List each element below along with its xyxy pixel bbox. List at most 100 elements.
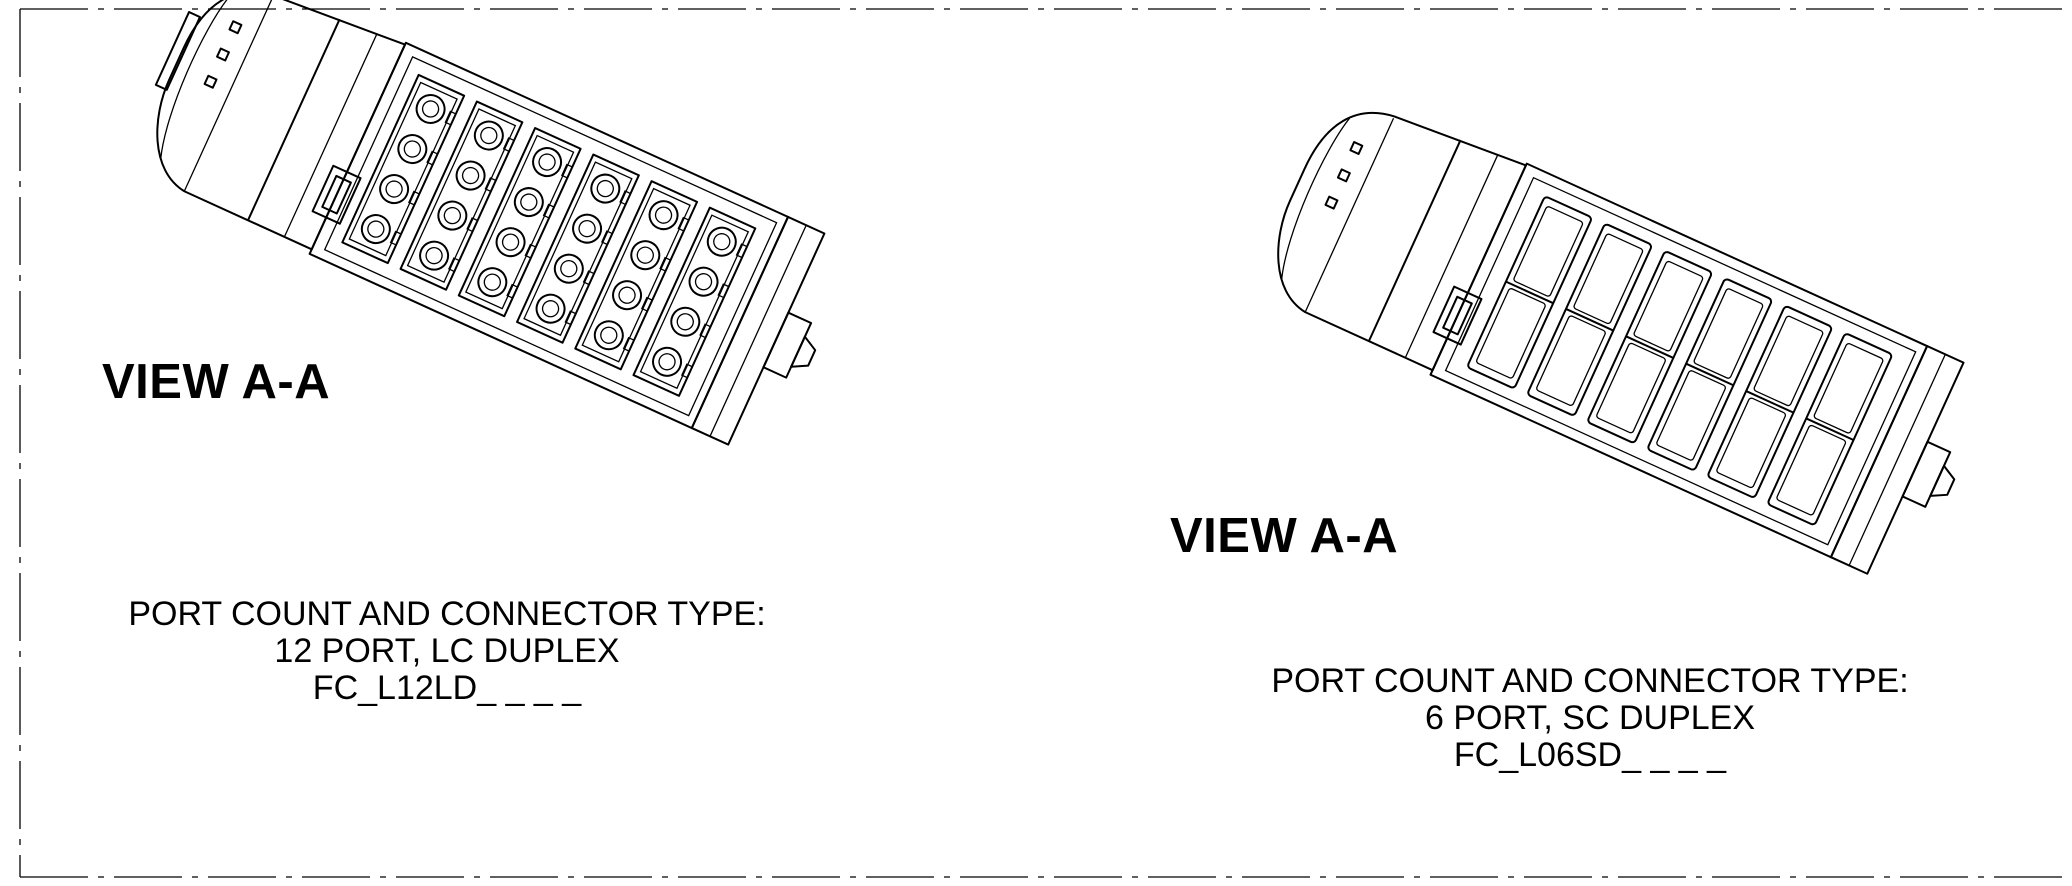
lc-latch-tab bbox=[564, 310, 577, 326]
lc-fiber-ring bbox=[415, 93, 446, 124]
lc-latch-tab bbox=[524, 243, 537, 259]
sc-port-upper bbox=[1573, 233, 1644, 325]
module-housing bbox=[156, 0, 406, 251]
lc-fiber-ring bbox=[532, 147, 563, 178]
lc-latch-tab bbox=[619, 190, 632, 206]
lc-fiber-ring bbox=[535, 293, 566, 324]
rear-latch bbox=[154, 11, 201, 91]
sc-divider bbox=[1565, 308, 1614, 332]
adapter-body bbox=[399, 100, 524, 291]
lc-latch-tab bbox=[622, 336, 635, 352]
lc-latch-tab bbox=[389, 230, 402, 246]
caption-heading: PORT COUNT AND CONNECTOR TYPE: bbox=[1271, 662, 1909, 700]
adapter-body bbox=[457, 127, 582, 318]
lc-latch-tab bbox=[659, 256, 672, 272]
sc-port-lower bbox=[1476, 288, 1546, 379]
indicator-square bbox=[228, 20, 243, 35]
lc-fiber-core bbox=[403, 140, 421, 158]
lc-fiber-core bbox=[694, 273, 713, 291]
sc-duplex-adapter bbox=[1467, 196, 1592, 389]
lc-fiber-core bbox=[596, 179, 614, 198]
adapter-body bbox=[341, 73, 466, 265]
caption-part-number: FC_L12LD_ _ _ _ bbox=[312, 669, 582, 707]
lc-latch-tab bbox=[506, 283, 519, 299]
sc-port-array bbox=[1467, 196, 1893, 526]
side-clip bbox=[1432, 285, 1483, 346]
sc-duplex-adapter bbox=[1587, 251, 1713, 444]
lc-fiber-ring bbox=[495, 227, 526, 258]
sc-divider bbox=[1625, 335, 1674, 359]
lc-fiber-ring bbox=[379, 174, 410, 205]
lc-latch-tab bbox=[426, 150, 439, 166]
lc-fiber-ring bbox=[652, 346, 683, 377]
adapter-body bbox=[632, 206, 757, 397]
lc-latch-tab bbox=[484, 177, 497, 193]
lc-duplex-adapter bbox=[399, 100, 524, 291]
lc-fiber-ring bbox=[455, 160, 486, 191]
lc-fiber-core bbox=[618, 286, 636, 304]
sc-divider bbox=[1745, 390, 1794, 414]
lc-latch-tab bbox=[582, 270, 595, 286]
lc-fiber-core bbox=[600, 326, 618, 344]
lc-duplex-adapter bbox=[632, 206, 757, 397]
adapter-body bbox=[574, 180, 699, 371]
lc-duplex-adapter bbox=[341, 73, 466, 265]
indicator-square bbox=[1336, 168, 1351, 183]
sc-duplex-module bbox=[1277, 112, 1965, 575]
lc-fiber-ring bbox=[360, 214, 391, 245]
lc-fiber-core bbox=[676, 313, 694, 331]
sc-port-upper bbox=[1513, 206, 1584, 297]
lc-fiber-core bbox=[480, 126, 498, 145]
lc-latch-tab bbox=[717, 283, 730, 299]
front-bracket bbox=[1829, 345, 1965, 575]
adapter-inner bbox=[523, 161, 633, 337]
lc-fiber-core bbox=[367, 220, 385, 238]
adapter-inner bbox=[348, 81, 458, 257]
view-title-left: VIEW A-A bbox=[102, 355, 331, 409]
sc-duplex-adapter bbox=[1647, 278, 1773, 471]
lc-fiber-ring bbox=[513, 187, 544, 218]
lc-latch-tab bbox=[600, 230, 614, 246]
sc-port-upper bbox=[1693, 288, 1764, 379]
view-title-right: VIEW A-A bbox=[1170, 509, 1399, 563]
lc-latch-tab bbox=[680, 363, 694, 379]
sc-port-lower bbox=[1776, 424, 1847, 516]
caption-port-type: 12 PORT, LC DUPLEX bbox=[274, 632, 620, 670]
sc-duplex-adapter bbox=[1707, 305, 1833, 498]
lc-fiber-core bbox=[421, 100, 440, 118]
indicator-square bbox=[1349, 141, 1364, 156]
sc-port-upper bbox=[1633, 260, 1704, 352]
adapter-inner bbox=[581, 187, 691, 363]
lc-latch-tab bbox=[448, 257, 461, 273]
lc-fiber-ring bbox=[593, 320, 624, 351]
lc-latch-tab bbox=[677, 216, 690, 232]
lc-fiber-ring bbox=[590, 173, 621, 204]
lc-fiber-ring bbox=[688, 266, 719, 297]
lc-fiber-ring bbox=[553, 253, 584, 284]
lc-port-array bbox=[341, 73, 757, 397]
lc-fiber-core bbox=[636, 246, 654, 264]
indicator-square bbox=[203, 74, 218, 89]
lc-fiber-core bbox=[520, 193, 538, 211]
sc-duplex-adapter bbox=[1767, 333, 1893, 526]
caption-right: PORT COUNT AND CONNECTOR TYPE: 6 PORT, S… bbox=[1190, 663, 1990, 774]
sc-divider bbox=[1685, 362, 1734, 387]
lc-fiber-core bbox=[443, 206, 461, 225]
indicator-square bbox=[216, 47, 230, 62]
adapter-inner bbox=[464, 134, 575, 310]
caption-part-number: FC_L06SD_ _ _ _ bbox=[1453, 736, 1727, 774]
caption-left: PORT COUNT AND CONNECTOR TYPE: 12 PORT, … bbox=[47, 596, 847, 707]
faceplate bbox=[1429, 162, 1929, 559]
sc-divider bbox=[1505, 280, 1554, 305]
sc-port-lower bbox=[1656, 370, 1726, 461]
sc-port-upper bbox=[1813, 343, 1884, 434]
adapter-body bbox=[516, 153, 640, 344]
lc-fiber-core bbox=[538, 153, 556, 171]
lc-fiber-core bbox=[658, 353, 676, 371]
lc-fiber-core bbox=[501, 233, 520, 251]
lc-fiber-ring bbox=[473, 120, 504, 151]
lc-latch-tab bbox=[466, 217, 479, 233]
lc-latch-tab bbox=[735, 243, 748, 259]
lc-fiber-core bbox=[654, 206, 673, 224]
